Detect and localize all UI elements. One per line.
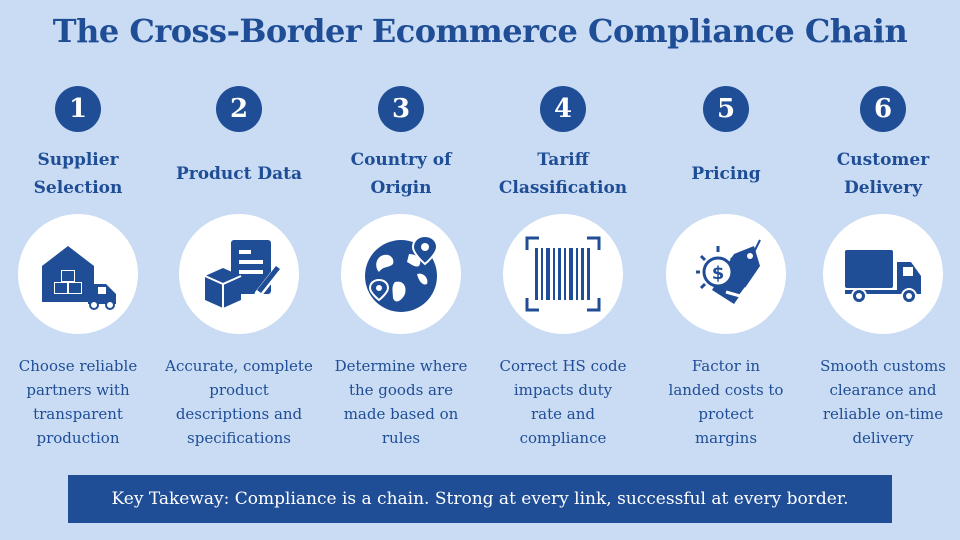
step-description: Determine where the goods are made based… [334, 357, 468, 447]
step-number: 6 [860, 86, 906, 132]
step-description: Smooth customs clearance and reliable on… [820, 357, 946, 447]
step-description: Choose reliable partners with transparen… [18, 357, 138, 447]
step-label: Country of Origin [350, 150, 452, 198]
step-label: Product Data [175, 164, 303, 184]
globe-pin-icon [341, 214, 461, 334]
step-description: Correct HS code impacts duty rate and co… [499, 357, 627, 447]
step-label: Pricing [691, 164, 761, 184]
step-label: Customer Delivery [836, 150, 930, 198]
price-tag-icon: $ [666, 214, 786, 334]
step-description: Factor in landed costs to protect margin… [668, 357, 784, 447]
page-title: The Cross-Border Ecommerce Compliance Ch… [52, 12, 908, 50]
delivery-truck-icon [823, 214, 943, 334]
step-number: 5 [703, 86, 749, 132]
step-number: 2 [216, 86, 262, 132]
step-description: Accurate, complete product descriptions … [165, 357, 313, 447]
step-product-data: 2 Product Data Accurate, complete produc… [164, 86, 314, 450]
svg-text:$: $ [712, 263, 725, 284]
step-tariff-classification: 4 Tariff Classification Correct HS code … [488, 86, 638, 450]
step-pricing: 5 Pricing $ Factor in landed costs to pr… [651, 86, 801, 450]
step-country-of-origin: 3 Country of Origin Determine where the … [326, 86, 476, 450]
barcode-icon [503, 214, 623, 334]
step-customer-delivery: 6 Customer Delivery Smooth customs clear… [808, 86, 958, 450]
step-label: Tariff Classification [498, 150, 628, 198]
step-number: 3 [378, 86, 424, 132]
document-box-icon [179, 214, 299, 334]
key-takeaway-banner: Key Takeway: Compliance is a chain. Stro… [68, 475, 892, 523]
step-number: 4 [540, 86, 586, 132]
step-label: Supplier Selection [33, 150, 123, 198]
step-supplier-selection: 1 Supplier Selection Choose reliable par… [3, 86, 153, 450]
step-number: 1 [55, 86, 101, 132]
warehouse-truck-icon [18, 214, 138, 334]
